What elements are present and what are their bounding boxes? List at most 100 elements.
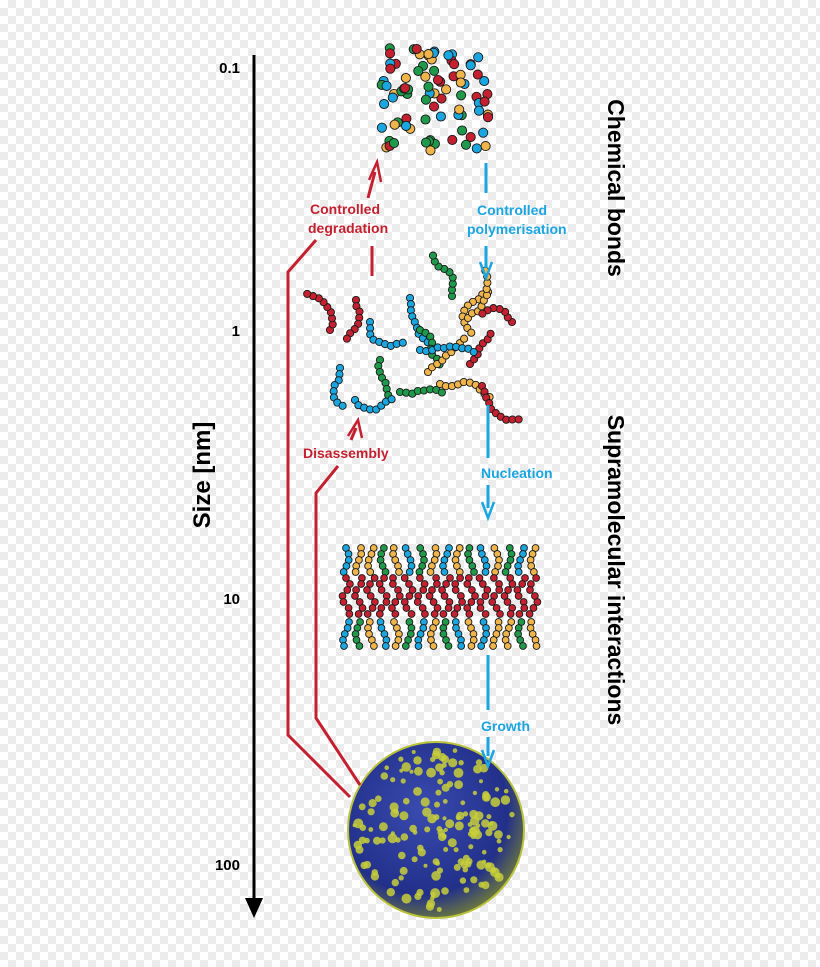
sphere-surface-dot: [368, 827, 374, 832]
sphere-surface-dot: [445, 819, 455, 829]
sphere-surface-dot: [411, 856, 418, 863]
bilayer-bead: [453, 562, 461, 570]
bilayer-bead: [414, 642, 423, 650]
bilayer-bead: [519, 550, 527, 558]
sphere-surface-dot: [439, 770, 445, 776]
monomer: [478, 127, 489, 138]
bilayer-bead: [366, 568, 375, 576]
bilayer-bead: [363, 586, 371, 594]
bilayer-bead: [391, 642, 400, 650]
bilayer-bead: [500, 592, 509, 600]
bilayer-bead: [444, 642, 453, 650]
sphere-surface-dot: [442, 799, 448, 804]
sphere-surface-dot: [453, 863, 461, 871]
monomer: [429, 65, 440, 76]
sphere-surface-dot: [430, 756, 436, 763]
sphere-surface-dot: [390, 831, 395, 836]
monomer: [443, 50, 454, 61]
sphere-surface-dot: [384, 765, 390, 770]
sphere-surface-dot: [420, 797, 430, 807]
bilayer-bead: [413, 598, 422, 606]
sphere-surface-dot: [373, 836, 381, 845]
chain-bead: [478, 309, 487, 318]
sphere-surface-dot: [436, 907, 442, 912]
bilayer-bead: [514, 592, 523, 600]
monomer: [420, 94, 431, 105]
bilayer-bead: [476, 604, 485, 612]
monomer: [436, 93, 447, 104]
polymer-chains: [303, 251, 523, 424]
step-controlled-degradation-line1: Controlled: [310, 201, 380, 217]
bilayer-bead: [490, 544, 499, 552]
bilayer-bead: [481, 610, 490, 618]
sphere-surface-dot: [355, 845, 364, 854]
monomer: [413, 65, 424, 77]
sphere-surface-dot: [447, 838, 457, 848]
sphere-surface-dot: [476, 860, 486, 870]
sphere-surface-dot: [414, 766, 423, 776]
monomer: [471, 143, 482, 154]
bilayer-bead: [352, 636, 361, 644]
sphere-surface-dot: [473, 764, 482, 774]
monomer: [420, 71, 431, 82]
monomer: [482, 112, 494, 123]
monomer: [449, 59, 460, 70]
sphere-surface-dot: [454, 821, 464, 831]
bilayer-bead: [451, 586, 460, 594]
sphere-surface-dot: [456, 811, 465, 820]
bilayer-bead: [430, 610, 439, 618]
sphere-surface-dot: [413, 787, 422, 796]
sphere-surface-dot: [485, 829, 493, 837]
bilayer-bead: [395, 592, 404, 600]
bilayer-bead: [514, 568, 523, 576]
bilayer-bead: [405, 568, 414, 576]
sphere-surface-dot: [448, 758, 458, 768]
bilayer-bead: [339, 598, 348, 606]
tick-label-0-1: 0.1: [219, 60, 240, 77]
sphere-surface-dot: [368, 799, 377, 808]
sphere-surface-dot: [379, 837, 386, 844]
bilayer-bead: [446, 574, 454, 582]
sphere-surface-dot: [411, 750, 416, 754]
bilayer-bead: [450, 610, 459, 618]
bilayer-bead: [495, 586, 504, 594]
bilayer-bead: [425, 592, 434, 600]
step-controlled-polymerisation-line1: Controlled: [477, 202, 547, 218]
bilayer-bead: [468, 586, 476, 594]
monomer: [456, 90, 467, 101]
bilayer-bead: [382, 598, 391, 606]
bilayer-bead: [426, 568, 435, 576]
sphere-surface-dot: [387, 833, 398, 844]
chain-bead: [338, 401, 347, 410]
monomer: [454, 104, 465, 115]
sphere-surface-dot: [435, 763, 444, 772]
sphere-surface-dot: [490, 797, 501, 808]
sphere-surface-dot: [475, 759, 483, 766]
monomer: [432, 74, 444, 86]
step-nucleation: Nucleation: [481, 465, 553, 481]
sphere-surface-dot: [441, 833, 447, 839]
bilayer-bead: [526, 586, 534, 594]
sphere-surface-dot: [437, 778, 443, 785]
step-growth: Growth: [481, 718, 530, 734]
bilayer-bead: [496, 610, 504, 618]
tick-label-10: 10: [223, 591, 240, 608]
bilayer-bead: [419, 586, 428, 594]
sphere-surface-dot: [494, 787, 500, 792]
bilayer-bead: [389, 580, 397, 588]
bilayer-bead: [506, 610, 515, 618]
sphere-surface-dot: [431, 871, 441, 881]
sphere-surface-dot: [423, 863, 428, 868]
sphere-surface-dot: [454, 780, 463, 789]
bilayer-bead: [368, 604, 377, 612]
monomer: [381, 80, 392, 91]
bilayer-bead: [465, 556, 474, 564]
bilayer-bead: [391, 610, 400, 618]
sphere-surface-dot: [432, 858, 440, 865]
sphere-surface-dot: [398, 875, 404, 881]
monomer: [388, 138, 400, 149]
sphere-surface-dot: [398, 756, 404, 762]
sphere-surface-dot: [479, 763, 489, 773]
sphere-surface-dot: [469, 809, 478, 819]
